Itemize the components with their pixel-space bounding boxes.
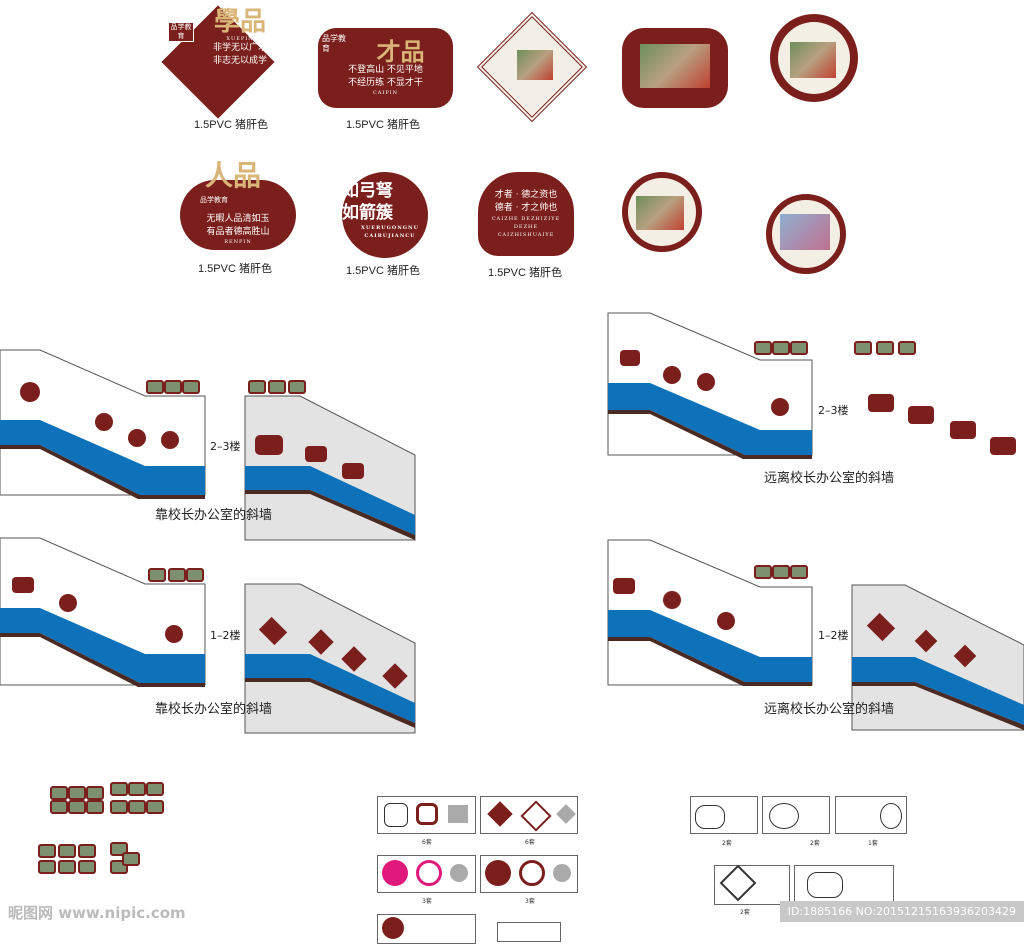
caipin-sign: 才品 不登高山 不见平地 不经历练 不显才干 CAIPIN xyxy=(318,28,453,108)
template-box xyxy=(497,922,561,942)
template-box xyxy=(480,855,578,893)
caption-near-23: 靠校长办公室的斜墙 xyxy=(155,508,273,523)
floor-label-near-12: 1–2楼 xyxy=(210,629,241,642)
template-box xyxy=(714,864,790,905)
photo xyxy=(780,214,830,250)
xuepin-title: 學品 xyxy=(213,7,266,37)
renpin-tag: 品学教育 xyxy=(200,196,228,204)
xuepin-roman: XUEPIN xyxy=(226,36,254,42)
floor-label-far-12: 1–2楼 xyxy=(818,629,849,642)
xuerugongnu-line-2: 才如箭簇 xyxy=(325,203,393,223)
caipin-tag: 品学教育 xyxy=(322,34,346,53)
qty-2: 6套 xyxy=(525,839,535,846)
renpin-label: 1.5PVC 猪肝色 xyxy=(198,263,272,275)
caption-near-12: 靠校长办公室的斜墙 xyxy=(155,702,273,717)
caizhe-roman: CAIZHE DEZHIZIYE DEZHE CAIZHISHUAIYE xyxy=(491,216,561,238)
qty-6: 2套 xyxy=(810,840,820,847)
xuepin-label: 1.5PVC 猪肝色 xyxy=(194,119,268,131)
mini-signs xyxy=(12,350,1016,689)
caizhe-line-2: 德者 · 才之帅也 xyxy=(494,203,558,213)
photo xyxy=(640,44,710,88)
caipin-roman: CAIPIN xyxy=(372,90,399,96)
qty-4: 3套 xyxy=(525,898,535,905)
caipin-label: 1.5PVC 猪肝色 xyxy=(346,119,420,131)
renpin-roman: RENPIN xyxy=(224,239,252,245)
renpin-sign: 无暇人品清如玉 有品者德高胜山 RENPIN xyxy=(180,180,296,250)
xuerugongnu-text: 学如弓弩 才如箭簇 XUERUGONGNU CAIRUJIANCU xyxy=(325,180,435,240)
floor-label-near-23: 2–3楼 xyxy=(210,440,241,453)
qty-3: 3套 xyxy=(422,898,432,905)
caizhe-label: 1.5PVC 猪肝色 xyxy=(488,267,562,279)
watermark-site: 昵图网 www.nipic.com xyxy=(8,904,186,922)
near-wall-12 xyxy=(0,537,416,734)
floor-label-far-23: 2–3楼 xyxy=(818,404,849,417)
xuepin-sign-text: 學品 XUEPIN 非学无以广才 非志无以成学 xyxy=(200,8,280,68)
renpin-line-2: 有品者德高胜山 xyxy=(206,227,270,237)
template-box xyxy=(794,865,894,905)
xuerugongnu-roman: XUERUGONGNU CAIRUJIANCU xyxy=(361,225,419,239)
qty-7: 1套 xyxy=(868,840,878,847)
xuerugongnu-sign xyxy=(342,172,428,258)
template-box xyxy=(480,796,578,834)
xuepin-tag: 品学教育 xyxy=(168,22,194,42)
renpin-title: 人品 xyxy=(205,159,262,192)
caipin-title: 才品 xyxy=(376,37,425,66)
caizhe-line-1: 才者 · 德之资也 xyxy=(494,190,558,200)
xuepin-line-1: 非学无以广才 xyxy=(212,43,267,53)
far-wall-12 xyxy=(607,539,1024,731)
template-box xyxy=(377,855,476,893)
photo xyxy=(636,196,684,230)
renpin-line-1: 无暇人品清如玉 xyxy=(206,214,270,224)
template-box xyxy=(835,796,907,834)
caption-far-12: 远离校长办公室的斜墙 xyxy=(764,702,895,717)
photo xyxy=(517,50,553,80)
template-box xyxy=(690,796,758,834)
caipin-line-1: 不登高山 不见平地 xyxy=(348,65,423,75)
template-box xyxy=(762,796,830,834)
caption-far-23: 远离校长办公室的斜墙 xyxy=(764,471,895,486)
qty-5: 2套 xyxy=(722,840,732,847)
xuepin-line-2: 非志无以成学 xyxy=(212,56,267,66)
watermark-id: ID:1885166 NO:20151215163936203429 xyxy=(779,901,1024,922)
template-box xyxy=(377,796,476,834)
qty-8: 2套 xyxy=(740,909,750,916)
caizhe-sign: 才者 · 德之资也 德者 · 才之帅也 CAIZHE DEZHIZIYE DEZ… xyxy=(478,172,574,256)
xuerugongnu-line-1: 学如弓弩 xyxy=(325,181,393,201)
photo xyxy=(790,42,836,78)
xuerugongnu-label: 1.5PVC 猪肝色 xyxy=(346,265,420,277)
qty-1: 6套 xyxy=(422,839,432,846)
template-box xyxy=(377,914,476,944)
caipin-line-2: 不经历练 不显才干 xyxy=(348,78,423,88)
